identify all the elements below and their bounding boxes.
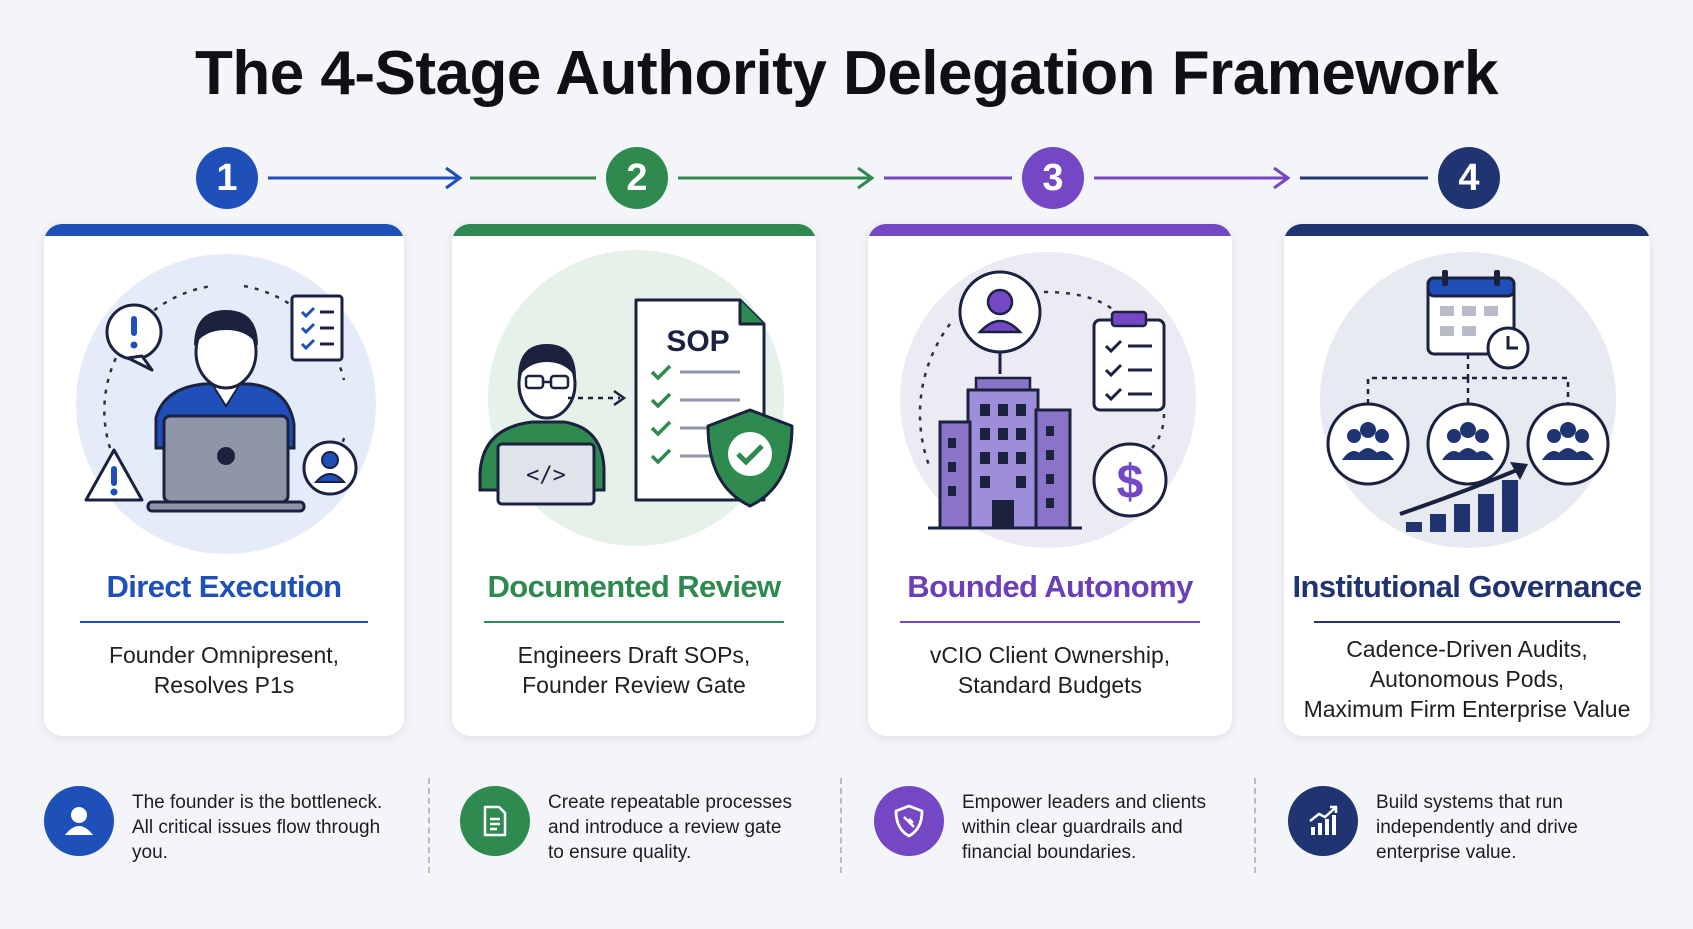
stage-3-rule bbox=[900, 621, 1200, 623]
clipboard-checklist-icon bbox=[1092, 310, 1166, 412]
footer-divider bbox=[428, 778, 430, 873]
document-icon bbox=[460, 786, 530, 856]
stage-2-rule bbox=[484, 621, 784, 623]
bounded-autonomy-illustration: $ bbox=[900, 252, 1196, 548]
stage-3-card: $ Bounded Autonomy vCIO Client Ownership… bbox=[868, 224, 1232, 736]
stage-3-description: vCIO Client Ownership, Standard Budgets bbox=[929, 642, 1171, 698]
stage-1-footer: The founder is the bottleneck. All criti… bbox=[44, 786, 414, 866]
growth-chart-icon bbox=[1288, 786, 1358, 856]
team-pod-icon bbox=[1426, 402, 1510, 486]
svg-text:</>: </> bbox=[526, 463, 566, 488]
warning-icon bbox=[84, 448, 144, 502]
stage-1-card: Direct Execution Founder Omnipresent, Re… bbox=[44, 224, 404, 736]
leader-avatar-icon bbox=[958, 270, 1042, 374]
code-laptop-icon: </> bbox=[496, 442, 596, 506]
alert-bubble-icon bbox=[105, 303, 163, 372]
stage-1-title: Direct Execution bbox=[106, 569, 342, 604]
stage-3-footer-text: Empower leaders and clients within clear… bbox=[962, 792, 1206, 863]
stage-4-title: Institutional Governance bbox=[1292, 569, 1642, 604]
stage-4-accent-bar bbox=[1284, 224, 1650, 236]
stage-2-badge: 2 bbox=[606, 147, 668, 209]
stage-1-accent-bar bbox=[44, 224, 404, 236]
stage-1-rule bbox=[80, 621, 368, 623]
clock-icon bbox=[1486, 326, 1530, 370]
stage-2-card: </> SOP Documented Review Engineers Draf… bbox=[452, 224, 816, 736]
shield-icon bbox=[874, 786, 944, 856]
team-pod-icon bbox=[1326, 402, 1410, 486]
stage-4-rule bbox=[1314, 621, 1620, 623]
building-icon bbox=[928, 376, 1082, 530]
stage-4-badge: 4 bbox=[1438, 147, 1500, 209]
stage-2-title: Documented Review bbox=[487, 569, 782, 604]
founder-laptop-illustration bbox=[76, 254, 376, 554]
stage-1-description: Founder Omnipresent, Resolves P1s bbox=[108, 642, 340, 698]
footer-divider bbox=[840, 778, 842, 873]
stage-2-footer: Create repeatable processes and introduc… bbox=[460, 786, 830, 866]
svg-text:$: $ bbox=[1117, 456, 1144, 509]
page-title: The 4-Stage Authority Delegation Framewo… bbox=[194, 39, 1499, 108]
stage-flow: 1 2 3 4 bbox=[0, 138, 1693, 218]
stage-1-badge: 1 bbox=[196, 147, 258, 209]
stage-4-footer: Build systems that run independently and… bbox=[1288, 786, 1658, 866]
stage-1-footer-text: The founder is the bottleneck. All criti… bbox=[132, 792, 383, 863]
sop-review-illustration: </> SOP bbox=[478, 250, 794, 546]
stage-2-description: Engineers Draft SOPs, Founder Review Gat… bbox=[517, 642, 751, 698]
sop-label: SOP bbox=[666, 325, 729, 358]
team-pod-icon bbox=[1526, 402, 1610, 486]
flow-arrows bbox=[268, 166, 1428, 190]
stage-3-footer: Empower leaders and clients within clear… bbox=[874, 786, 1244, 866]
stage-3-title: Bounded Autonomy bbox=[907, 569, 1193, 604]
growth-bars-icon bbox=[1399, 462, 1528, 532]
stage-2-footer-text: Create repeatable processes and introduc… bbox=[548, 792, 792, 863]
user-icon bbox=[44, 786, 114, 856]
stage-3-accent-bar bbox=[868, 224, 1232, 236]
laptop-icon bbox=[146, 414, 306, 513]
governance-illustration bbox=[1320, 252, 1616, 548]
footer-divider bbox=[1254, 778, 1256, 873]
stage-4-description: Cadence-Driven Audits, Autonomous Pods, … bbox=[1303, 636, 1631, 722]
stage-2-accent-bar bbox=[452, 224, 816, 236]
user-badge-icon bbox=[302, 440, 358, 496]
checklist-icon bbox=[290, 294, 344, 362]
stage-4-card: Institutional Governance Cadence-Driven … bbox=[1284, 224, 1650, 736]
shield-check-icon bbox=[706, 408, 794, 508]
stage-4-footer-text: Build systems that run independently and… bbox=[1376, 792, 1578, 863]
dollar-icon: $ bbox=[1092, 442, 1168, 518]
stage-3-badge: 3 bbox=[1022, 147, 1084, 209]
